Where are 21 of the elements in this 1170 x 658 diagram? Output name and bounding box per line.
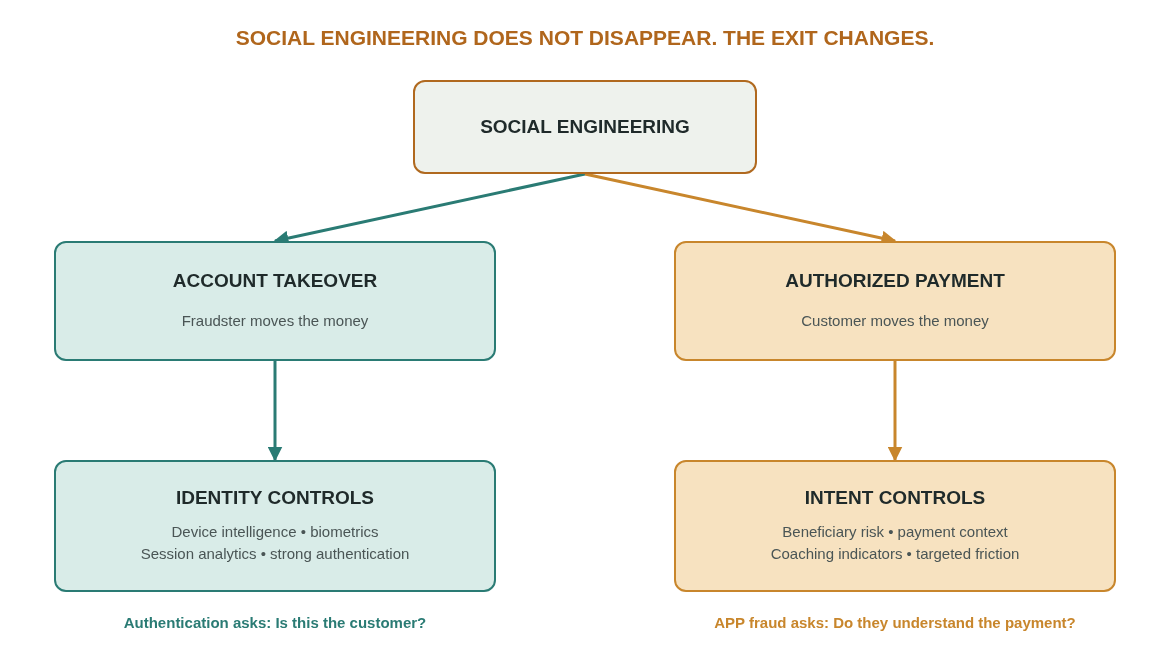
process-box bbox=[54, 460, 496, 592]
arrow bbox=[887, 361, 903, 462]
box-description: Beneficiary risk • payment context bbox=[782, 522, 1008, 542]
process-box bbox=[413, 80, 757, 174]
process-box bbox=[674, 241, 1116, 361]
process-box bbox=[674, 460, 1116, 592]
box-description: Coaching indicators • targeted friction bbox=[770, 544, 1020, 564]
node-caption: APP fraud asks: Do they understand the payment? bbox=[713, 614, 1077, 631]
process-box bbox=[54, 241, 496, 361]
box-heading: SOCIAL ENGINEERING bbox=[480, 116, 690, 138]
box-heading: INTENT CONTROLS bbox=[804, 487, 986, 509]
diagram-title: SOCIAL ENGINEERING DOES NOT DISAPPEAR. THE EXIT CHANGES. bbox=[234, 26, 936, 50]
box-heading: ACCOUNT TAKEOVER bbox=[172, 270, 378, 292]
arrow bbox=[267, 361, 283, 462]
box-description: Device intelligence • biometrics bbox=[171, 522, 379, 542]
box-description: Fraudster moves the money bbox=[181, 311, 369, 331]
box-heading: AUTHORIZED PAYMENT bbox=[785, 270, 1005, 292]
box-heading: IDENTITY CONTROLS bbox=[175, 487, 375, 509]
box-description: Customer moves the money bbox=[801, 311, 989, 331]
node-caption: Authentication asks: Is this the customer? bbox=[122, 614, 428, 631]
box-description: Session analytics • strong authentication bbox=[140, 544, 410, 564]
